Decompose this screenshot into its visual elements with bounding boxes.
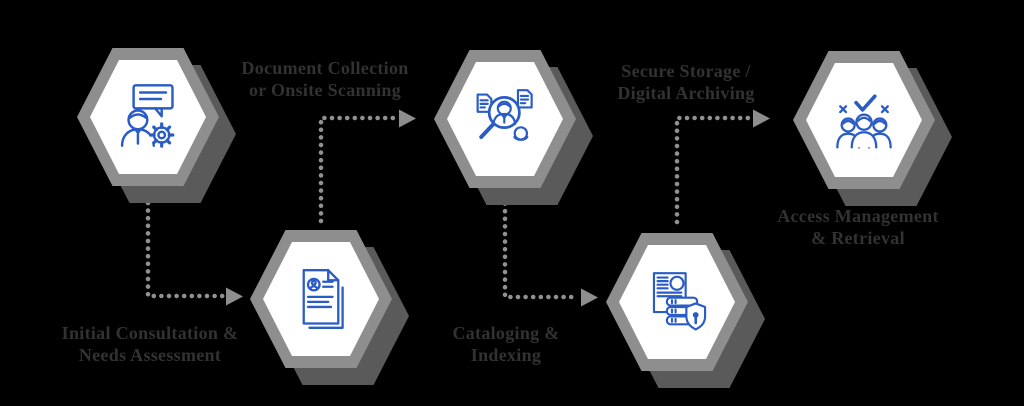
consultation-gear-icon xyxy=(120,84,175,148)
connector-3-arrowhead xyxy=(581,288,598,307)
step-hexagon-secure-storage xyxy=(606,233,765,388)
server-shield-lock-icon xyxy=(652,272,707,331)
connector-2-path xyxy=(318,115,399,224)
document-profile-icon xyxy=(302,269,344,329)
step-hexagon-initial-consultation xyxy=(77,48,236,203)
step-label-secure-storage: Secure Storage / Digital Archiving xyxy=(617,61,755,103)
magnifier-person-documents-icon xyxy=(476,89,533,141)
connector-2-arrowhead xyxy=(399,109,416,128)
step-label-cataloging-indexing: Cataloging & Indexing xyxy=(452,323,560,365)
step-label-access-management: Access Management & Retrieval xyxy=(777,206,939,248)
step-hexagon-access-management xyxy=(793,51,952,206)
connector-3-path xyxy=(502,193,581,300)
team-checkmark-icon xyxy=(836,94,892,149)
step-label-initial-consultation: Initial Consultation & Needs Assessment xyxy=(61,323,239,365)
connector-4-arrowhead xyxy=(753,109,770,128)
connector-1-path xyxy=(145,200,227,299)
step-hexagon-cataloging-indexing xyxy=(434,50,593,205)
connector-1-arrowhead xyxy=(226,287,243,306)
step-label-document-collection: Document Collection or Onsite Scanning xyxy=(241,58,409,100)
step-hexagon-document-collection xyxy=(250,230,409,385)
